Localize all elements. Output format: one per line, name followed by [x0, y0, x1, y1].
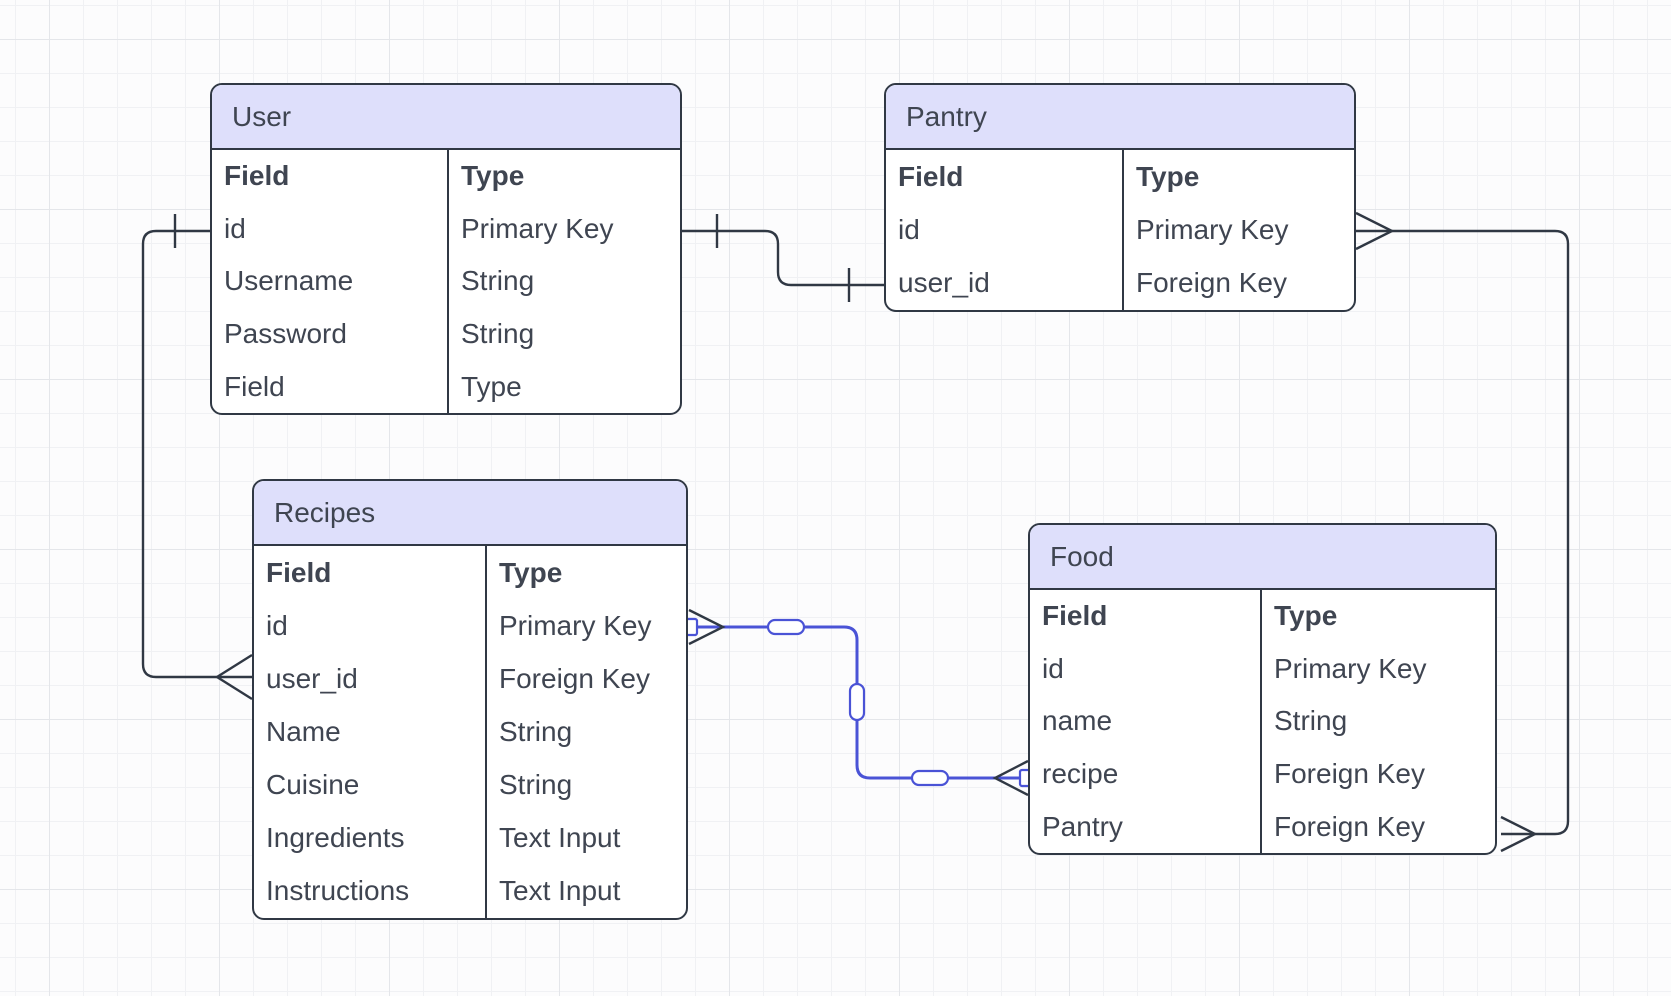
column-header-type: Type: [485, 546, 686, 600]
type-cell[interactable]: Text Input: [485, 864, 686, 918]
column-header-field: Field: [266, 556, 332, 588]
field-cell[interactable]: id: [898, 213, 920, 245]
type-cell[interactable]: String: [485, 758, 686, 812]
table-row[interactable]: Name String: [254, 705, 686, 759]
type-cell[interactable]: String: [447, 307, 680, 361]
type-cell[interactable]: String: [1260, 695, 1495, 748]
field-cell[interactable]: Password: [224, 318, 347, 350]
connector-pantry-food[interactable]: [1356, 229, 1570, 836]
field-cell[interactable]: Pantry: [1042, 810, 1123, 842]
crows-foot-recipes-end: [214, 653, 253, 701]
type-cell[interactable]: Primary Key: [1122, 203, 1354, 257]
crows-foot-recipes-right-end: [688, 608, 726, 646]
column-header-row: Field Type: [886, 150, 1354, 204]
type-cell[interactable]: String: [485, 705, 686, 759]
entity-table-recipes[interactable]: Recipes Field Type id Primary Key user_i…: [252, 479, 688, 920]
type-cell[interactable]: Primary Key: [485, 599, 686, 653]
field-cell[interactable]: Ingredients: [266, 822, 405, 854]
connector-midpoint-handle[interactable]: [910, 769, 950, 787]
field-cell[interactable]: id: [266, 609, 288, 641]
table-row[interactable]: user_id Foreign Key: [886, 256, 1354, 310]
column-header-type: Type: [1122, 150, 1354, 204]
connector-midpoint-handle[interactable]: [848, 682, 866, 722]
field-cell[interactable]: name: [1042, 705, 1113, 737]
connector-user-pantry[interactable]: [682, 229, 884, 287]
type-cell[interactable]: Type: [447, 360, 680, 413]
crows-foot-pantry-end: [1355, 211, 1395, 251]
table-row[interactable]: Field Type: [212, 360, 680, 413]
column-header-field: Field: [898, 160, 964, 192]
table-title-food[interactable]: Food: [1030, 525, 1495, 590]
entity-table-user[interactable]: User Field Type id Primary Key Username …: [210, 83, 682, 415]
table-row[interactable]: Ingredients Text Input: [254, 811, 686, 865]
type-cell[interactable]: Text Input: [485, 811, 686, 865]
column-header-type: Type: [1260, 590, 1495, 643]
entity-table-pantry[interactable]: Pantry Field Type id Primary Key user_id…: [884, 83, 1356, 312]
column-header-field: Field: [224, 160, 290, 192]
field-cell[interactable]: Field: [224, 370, 285, 402]
table-row[interactable]: id Primary Key: [886, 203, 1354, 257]
column-header-row: Field Type: [1030, 590, 1495, 643]
field-cell[interactable]: Username: [224, 265, 354, 297]
column-header-row: Field Type: [212, 150, 680, 203]
crows-foot-food-right-end: [1500, 815, 1538, 853]
type-cell[interactable]: Foreign Key: [1260, 800, 1495, 853]
type-cell[interactable]: Primary Key: [447, 202, 680, 256]
column-header-row: Field Type: [254, 546, 686, 600]
table-row[interactable]: Username String: [212, 255, 680, 308]
type-cell[interactable]: Foreign Key: [1260, 747, 1495, 801]
field-cell[interactable]: recipe: [1042, 758, 1119, 790]
field-cell[interactable]: Cuisine: [266, 769, 360, 801]
entity-table-food[interactable]: Food Field Type id Primary Key name Stri…: [1028, 523, 1497, 855]
type-cell[interactable]: Foreign Key: [485, 652, 686, 706]
table-row[interactable]: id Primary Key: [212, 202, 680, 256]
table-title-user[interactable]: User: [212, 85, 680, 150]
connector-midpoint-handle[interactable]: [766, 618, 806, 636]
table-row[interactable]: Instructions Text Input: [254, 864, 686, 918]
field-cell[interactable]: Name: [266, 715, 341, 747]
table-row[interactable]: id Primary Key: [254, 599, 686, 653]
type-cell[interactable]: Primary Key: [1260, 642, 1495, 696]
table-row[interactable]: name String: [1030, 695, 1495, 748]
table-row[interactable]: Cuisine String: [254, 758, 686, 812]
table-title-recipes[interactable]: Recipes: [254, 481, 686, 546]
column-header-field: Field: [1042, 600, 1108, 632]
table-row[interactable]: user_id Foreign Key: [254, 652, 686, 706]
field-cell[interactable]: user_id: [898, 267, 990, 299]
table-row[interactable]: Pantry Foreign Key: [1030, 800, 1495, 853]
field-cell[interactable]: id: [1042, 652, 1064, 684]
type-cell[interactable]: String: [447, 255, 680, 308]
column-header-type: Type: [447, 150, 680, 203]
connector-user-recipes[interactable]: [141, 229, 252, 679]
table-title-pantry[interactable]: Pantry: [886, 85, 1354, 150]
type-cell[interactable]: Foreign Key: [1122, 256, 1354, 310]
field-cell[interactable]: user_id: [266, 662, 358, 694]
table-row[interactable]: Password String: [212, 307, 680, 361]
field-cell[interactable]: Instructions: [266, 875, 410, 907]
table-row[interactable]: id Primary Key: [1030, 642, 1495, 696]
crows-foot-food-left-end: [992, 759, 1029, 797]
table-row[interactable]: recipe Foreign Key: [1030, 747, 1495, 801]
field-cell[interactable]: id: [224, 212, 246, 244]
